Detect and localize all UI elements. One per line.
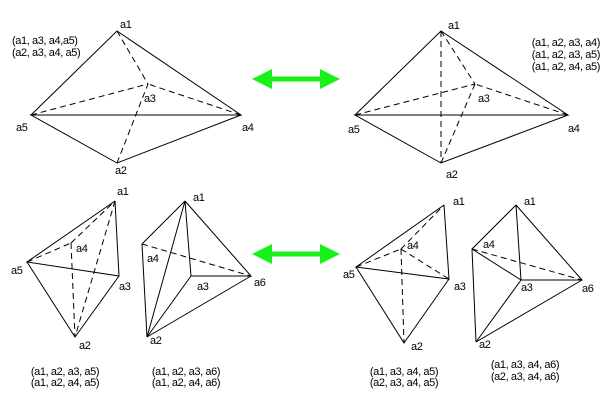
dashed-edge-a1-a2 bbox=[74, 200, 116, 338]
vertex-label: a4 bbox=[407, 240, 419, 252]
solid-edges bbox=[471, 204, 517, 343]
figure-bottom-right-b: a1 a4 a3 a6 a2 (a1, a3, a4, a6) (a2, a3,… bbox=[471, 196, 594, 383]
dashed-edge-a5-a3 bbox=[354, 83, 476, 116]
vertex-label: a4 bbox=[568, 123, 580, 135]
vertex-label: a3 bbox=[119, 281, 131, 293]
figure-top-left: a1 a3 a5 a4 a2 (a1, a3, a4,a5) (a2, a3, … bbox=[12, 19, 254, 177]
dashed-edge-a1-a3 bbox=[116, 30, 149, 85]
tetrahedron-list: (a2, a3, a4, a5) bbox=[370, 377, 438, 389]
vertex-label: a4 bbox=[147, 253, 159, 265]
tetrahedron-list: (a1, a2, a4, a6) bbox=[152, 377, 220, 389]
tetrahedron-list: (a1, a2, a3, a5) bbox=[532, 49, 600, 61]
vertex-label: a3 bbox=[454, 281, 466, 293]
vertex-label: a1 bbox=[448, 20, 460, 32]
vertex-label: a3 bbox=[521, 282, 533, 294]
vertex-label: a3 bbox=[478, 93, 490, 105]
vertex-label: a1 bbox=[453, 196, 465, 208]
vertex-label: a1 bbox=[117, 186, 129, 198]
tetrahedron-list: (a1, a3, a4, a6) bbox=[491, 359, 559, 371]
vertex-label: a4 bbox=[76, 243, 88, 255]
vertex-label: a6 bbox=[582, 283, 594, 295]
figure-bottom-right-a: a1 a4 a5 a3 a2 (a1, a3, a4, a5) (a2, a3,… bbox=[343, 196, 466, 389]
vertex-label: a5 bbox=[16, 122, 28, 134]
dashed-edge-a4-a1 bbox=[70, 200, 116, 244]
tetrahedron-list: (a1, a2, a3, a4) bbox=[532, 37, 600, 49]
solid-edges bbox=[471, 248, 583, 343]
tetrahedron-list: (a1, a2, a3, a6) bbox=[152, 366, 220, 378]
dashed-edge-a5-a4 bbox=[26, 242, 72, 263]
figure-top-right: a1 a3 a5 a4 a2 (a1, a2, a3, a4) (a1, a2,… bbox=[348, 20, 600, 181]
vertex-label: a3 bbox=[197, 281, 209, 293]
dashed-edge-a4-a3 bbox=[474, 83, 569, 116]
tetrahedron-list: (a1, a3, a4,a5) bbox=[12, 35, 78, 47]
vertex-label: a6 bbox=[254, 277, 266, 289]
vertex-label: a4 bbox=[242, 122, 254, 134]
dashed-edge-a2-a3 bbox=[116, 83, 149, 164]
dashed-edge-a4-a1 bbox=[400, 204, 445, 250]
vertex-label: a1 bbox=[193, 192, 205, 204]
dashed-edge-a5-a3 bbox=[30, 83, 149, 116]
solid-edges bbox=[515, 204, 584, 281]
dashed-edge-a4-a6 bbox=[141, 243, 252, 277]
dashed-edge-a4-a3 bbox=[400, 248, 450, 280]
vertex-label: a3 bbox=[144, 93, 156, 105]
solid-edges bbox=[355, 266, 450, 344]
vertex-label: a2 bbox=[446, 169, 458, 181]
dashed-edge-a5-a4 bbox=[355, 248, 402, 268]
vertex-label: a4 bbox=[483, 239, 495, 251]
dashed-edge-a4-a3 bbox=[147, 83, 242, 116]
figure-bottom-left-a: a1 a4 a5 a3 a2 (a1, a2, a3, a5) (a1, a2,… bbox=[11, 186, 131, 389]
tetrahedron-list: (a1, a2, a4, a5) bbox=[31, 377, 99, 389]
dashed-edge-a4-a2 bbox=[400, 248, 405, 344]
dashed-edge-a4-a2 bbox=[70, 242, 76, 338]
vertex-label: a5 bbox=[348, 124, 360, 136]
tetrahedron-list: (a1, a2, a4, a5) bbox=[532, 61, 600, 73]
dashed-edge-a2-a3 bbox=[440, 83, 476, 164]
vertex-label: a2 bbox=[411, 341, 423, 353]
vertex-label: a2 bbox=[150, 335, 162, 347]
figure-bottom-left-b: a1 a4 a3 a6 a2 (a1, a2, a3, a6) (a1, a2,… bbox=[141, 192, 266, 389]
vertex-label: a1 bbox=[524, 196, 536, 208]
vertex-label: a2 bbox=[79, 340, 91, 352]
solid-edges bbox=[26, 261, 120, 338]
solid-edges bbox=[146, 275, 252, 338]
tetrahedron-list: (a1, a2, a3, a5) bbox=[31, 366, 99, 378]
solid-edges bbox=[25, 200, 120, 277]
vertex-label: a1 bbox=[120, 19, 132, 31]
dashed-edge-a1-a3 bbox=[440, 30, 476, 85]
solid-edges bbox=[354, 204, 450, 280]
dashed-edge-a4-a6 bbox=[471, 248, 583, 281]
vertex-label: a5 bbox=[11, 265, 23, 277]
vertex-label: a2 bbox=[479, 339, 491, 351]
solid-edges bbox=[141, 200, 253, 338]
tetrahedron-list: (a1, a3, a4, a5) bbox=[370, 366, 438, 378]
vertex-label: a2 bbox=[115, 165, 127, 177]
vertex-label: a5 bbox=[343, 269, 355, 281]
tetrahedron-list: (a2, a3, a4, a6) bbox=[491, 371, 559, 383]
tetrahedron-list: (a2, a3, a4, a5) bbox=[12, 47, 80, 59]
